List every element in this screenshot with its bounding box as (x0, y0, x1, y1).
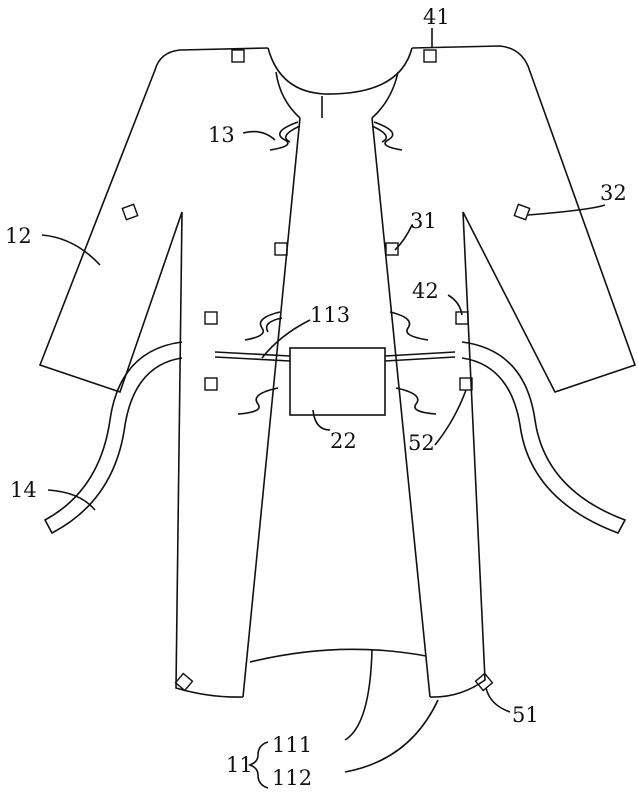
label-12: 12 (5, 224, 32, 248)
label-51: 51 (512, 703, 539, 727)
left-long-tie (43, 341, 183, 535)
right-long-tie (461, 341, 627, 534)
label-41: 41 (423, 5, 450, 29)
label-113: 113 (310, 303, 350, 327)
fastening-tabs (121, 49, 531, 692)
back-hem-curve (249, 648, 427, 663)
left-sleeve-body-outline (38, 47, 269, 698)
label-32: 32 (600, 181, 627, 205)
leader-lines (41, 28, 606, 789)
label-31: 31 (410, 209, 437, 233)
left-front-panel-edge (242, 117, 301, 698)
label-112: 112 (272, 766, 312, 790)
belt-bar (214, 351, 456, 362)
pocket-22 (289, 347, 386, 416)
label-22: 22 (330, 429, 357, 453)
label-52: 52 (408, 431, 435, 455)
collar-inner-left (275, 71, 301, 119)
collar-inner-right (371, 71, 399, 119)
label-13: 13 (208, 123, 235, 147)
short-ties (237, 121, 437, 415)
neckline (267, 47, 413, 95)
right-sleeve-body-outline (411, 45, 637, 698)
label-111: 111 (272, 733, 312, 757)
right-front-panel-edge (371, 117, 431, 698)
label-11: 11 (226, 753, 253, 777)
label-14: 14 (10, 478, 37, 502)
label-42: 42 (412, 279, 439, 303)
